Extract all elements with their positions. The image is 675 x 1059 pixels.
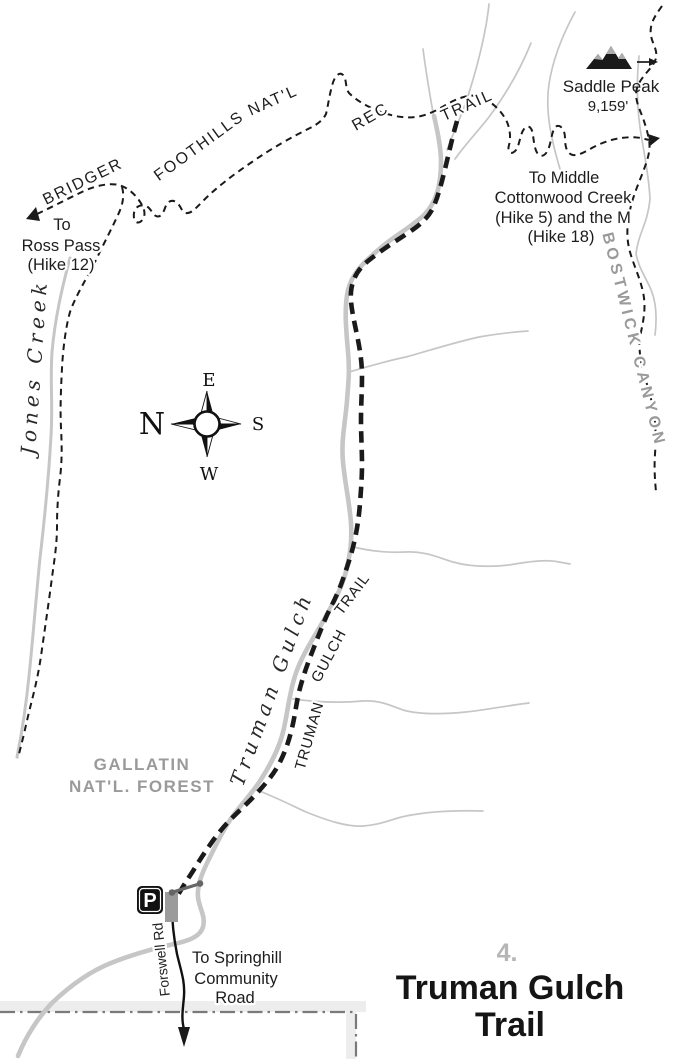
- springhill-line-2: Community: [194, 970, 278, 988]
- cottonwood-destination: To Middle Cottonwood Creek (Hike 5) and …: [492, 167, 634, 249]
- label-rec: REC: [349, 100, 392, 135]
- road-arrow: [178, 1027, 190, 1047]
- cottonwood-arrow: [648, 134, 660, 146]
- creek-branch-b: [446, 3, 490, 151]
- ross-pass-destination: To Ross Pass (Hike 12): [19, 214, 102, 277]
- tributary-c: [292, 698, 530, 715]
- compass-e: E: [202, 370, 215, 391]
- map-title: 4. Truman Gulch Trail: [396, 939, 625, 1044]
- label-gallatin-2: NAT'L. FOREST: [69, 777, 215, 796]
- title-number: 4.: [497, 939, 518, 967]
- label-foothills: FOOTHILLS: [151, 108, 247, 185]
- title-line-1: Truman Gulch: [396, 969, 625, 1007]
- parking-symbol: P: [143, 890, 156, 912]
- compass-w: W: [200, 464, 219, 485]
- bostwick-creek-line: [635, 55, 657, 336]
- ross-line-3: (Hike 12): [28, 256, 95, 274]
- cottonwood-line-1: To Middle: [529, 169, 600, 187]
- label-natl: NAT'L: [246, 82, 301, 119]
- peak-elevation: 9,159': [588, 98, 629, 115]
- bostwick-canyon-trail-line: [626, 5, 663, 493]
- cottonwood-line-4: (Hike 18): [528, 228, 595, 246]
- tributary-b: [349, 545, 571, 568]
- gate-icon: [168, 880, 204, 896]
- mountain-peak-icon: [586, 46, 658, 69]
- springhill-line-3: Road: [215, 989, 254, 1007]
- label-jones-creek: Jones Creek: [16, 277, 53, 459]
- jones-creek-line: [15, 256, 72, 759]
- label-gallatin-1: GALLATIN: [94, 755, 191, 774]
- creek-branch-a: [422, 48, 435, 119]
- truman-gulch-trail-line: [172, 120, 460, 903]
- label-forswell-rd: Forswell Rd: [149, 922, 173, 997]
- jones-creek-trail-line: [17, 186, 125, 759]
- springhill-destination: To Springhill Community Road: [190, 947, 284, 1010]
- springhill-line-1: To Springhill: [192, 949, 282, 967]
- label-bridger: BRIDGER: [40, 155, 126, 208]
- forswell-road-line: [170, 905, 186, 1030]
- cottonwood-line-2: Cottonwood Creek: [495, 189, 632, 207]
- ross-line-2: Ross Pass: [22, 237, 101, 255]
- bridger-foothills-rec-trail-line: [36, 72, 650, 224]
- label-gulchtrail-truman: TRUMAN: [292, 700, 328, 772]
- ross-line-1: To: [53, 216, 70, 234]
- tributary-a: [348, 330, 529, 373]
- cottonwood-line-3: (Hike 5) and the M: [495, 209, 631, 227]
- compass-n: N: [139, 407, 165, 442]
- compass-s: S: [252, 414, 264, 435]
- ross-pass-arrow: [26, 207, 40, 221]
- boundary-band-vertical: [346, 1012, 356, 1059]
- creek-branch-c: [454, 42, 532, 160]
- trailhead-marker: [165, 892, 178, 922]
- tributary-d: [256, 789, 484, 827]
- compass-rose: N E S W: [139, 370, 264, 485]
- creek-branch-d: [546, 11, 576, 173]
- parking-icon: P: [137, 886, 163, 914]
- title-line-2: Trail: [475, 1006, 545, 1044]
- peak-name: Saddle Peak: [563, 77, 660, 96]
